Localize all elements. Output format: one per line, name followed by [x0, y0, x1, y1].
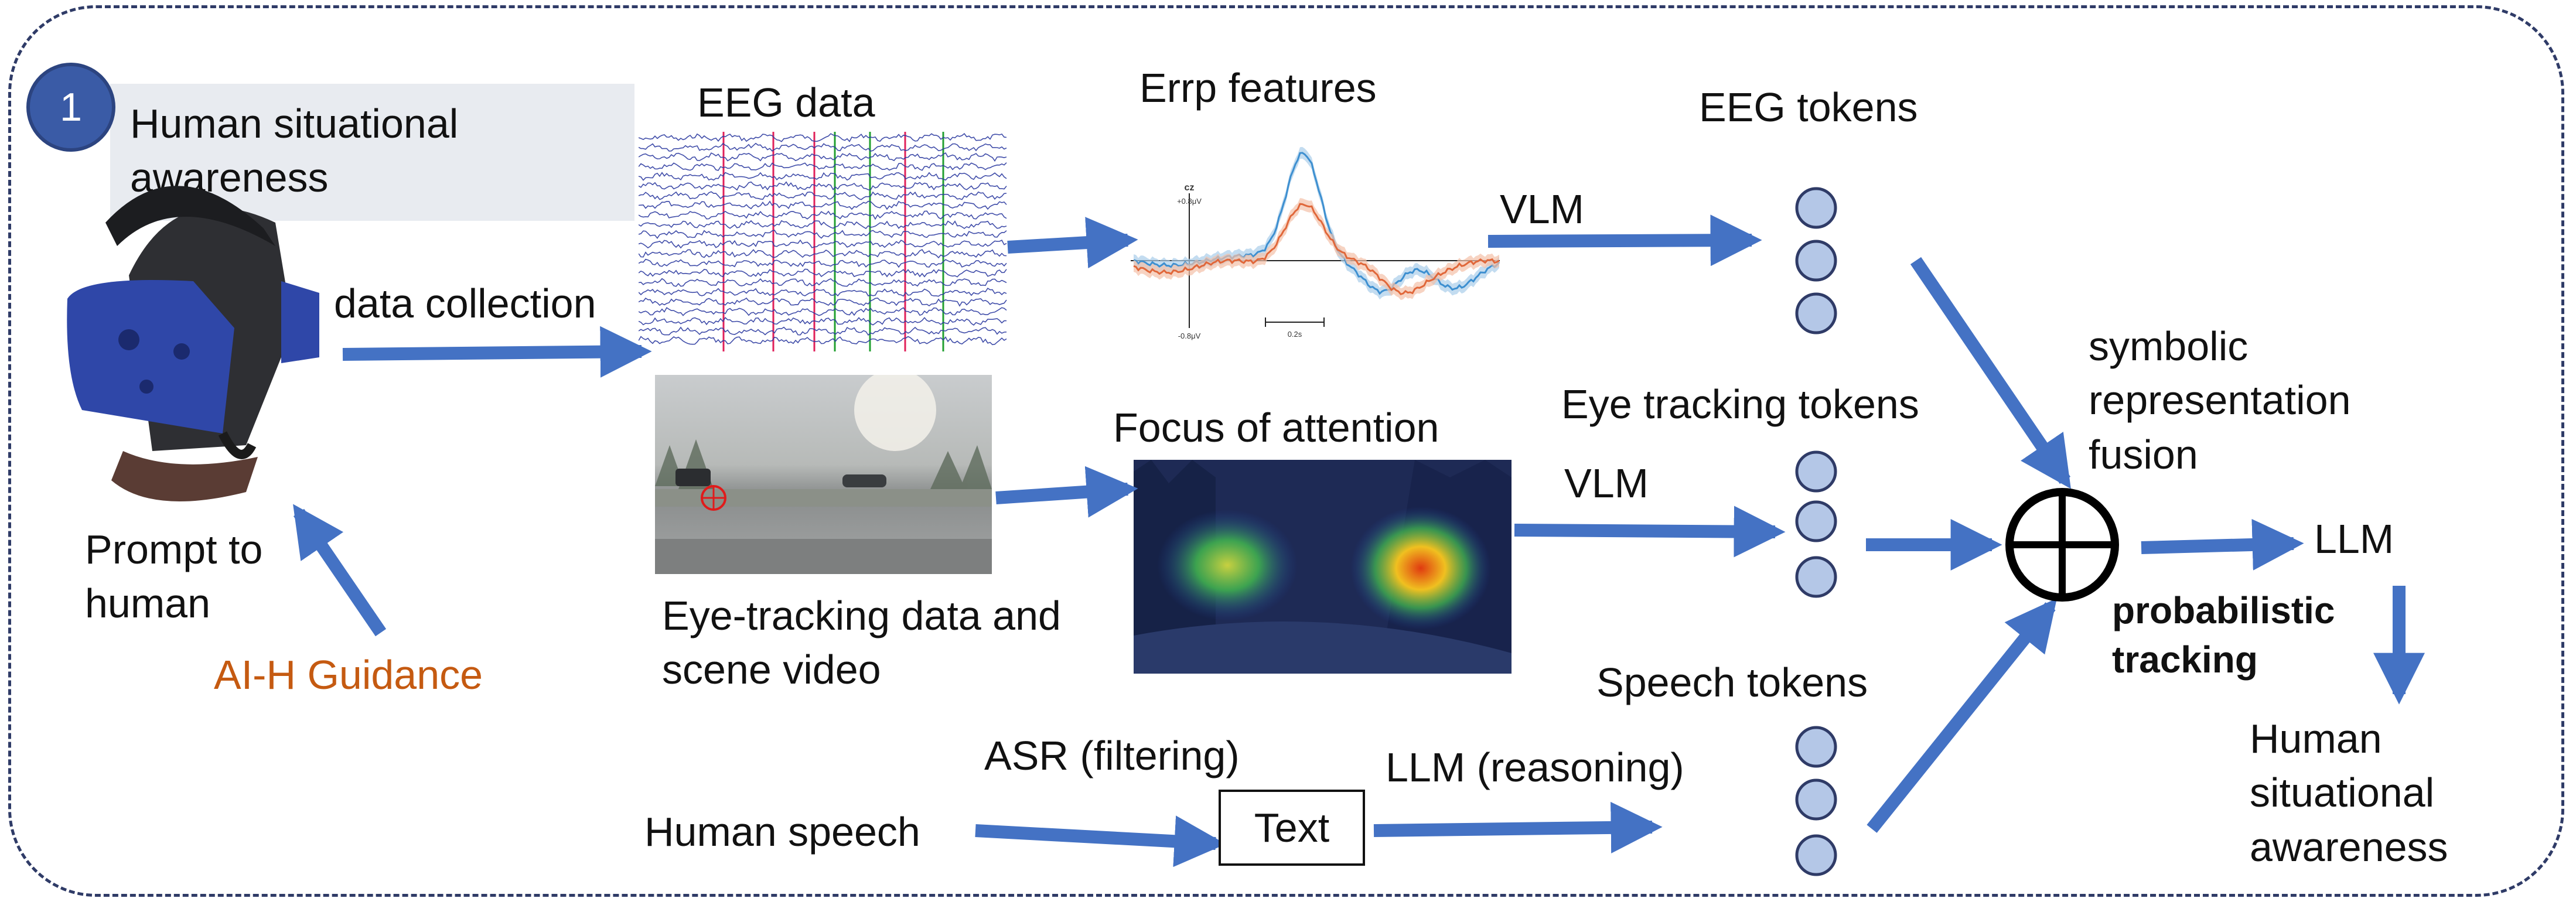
vr-headset-image: [67, 186, 319, 501]
arrow-speech-tokens-to-fusion: [1867, 598, 2058, 833]
llm-label: LLM: [2314, 516, 2394, 562]
speech-token-3: [1795, 834, 1837, 876]
speech-token-1: [1795, 726, 1837, 768]
eye-tracking-caption: Eye-tracking data and scene video: [662, 593, 1061, 693]
attention-heatmap: [1134, 460, 1512, 674]
eeg-tokens-label: EEG tokens: [1699, 84, 1918, 130]
scene-video-image: [655, 375, 992, 574]
focus-of-attention-label: Focus of attention: [1113, 405, 1439, 450]
errp-channel-label: cz: [1185, 183, 1195, 193]
scene-video-panel: [655, 375, 992, 574]
eye-tracking-tokens-label: Eye tracking tokens: [1561, 381, 1919, 427]
errp-scale-bar-label: 0.2s: [1288, 330, 1302, 339]
arrow-text-to-llm-reasoning: [1373, 801, 1663, 853]
eye-tracking-token-3: [1795, 556, 1837, 598]
attention-heatmap-panel: [1134, 460, 1512, 674]
eeg-data-label: EEG data: [697, 80, 875, 125]
vlm-top-label: VLM: [1500, 186, 1584, 232]
ai-h-guidance-label: AI-H Guidance: [214, 652, 483, 698]
arrow-eeg-to-errp: [1007, 217, 1138, 269]
errp-features-label: Errp features: [1139, 65, 1377, 111]
data-collection-label: data collection: [334, 281, 596, 326]
arrow-speech-to-text: [975, 815, 1226, 868]
errp-series-orange-band: [1134, 198, 1499, 300]
eeg-data-panel: [639, 132, 1008, 351]
arrow-errp-to-eeg-tokens: [1487, 214, 1762, 267]
arrow-heatmap-to-eye-tokens: [1514, 506, 1786, 558]
eeg-token-2: [1795, 240, 1837, 282]
arrow-scene-to-heatmap: [995, 466, 1138, 518]
asr-label: ASR (filtering): [984, 733, 1240, 778]
speech-token-2: [1795, 778, 1837, 821]
arrow-data-collection: [342, 326, 652, 378]
eeg-waveforms: [639, 132, 1008, 351]
dashed-frame: [8, 5, 2564, 897]
eye-tracking-token-1: [1795, 450, 1837, 493]
eeg-token-1: [1795, 187, 1837, 229]
errp-plot: cz +0.8μV -0.8μV 0.2s: [1131, 146, 1500, 340]
header-title: Human situational awareness: [130, 101, 459, 201]
prompt-to-human-label: Prompt to human: [85, 527, 263, 627]
probabilistic-tracking-label: probabilistic tracking: [2112, 589, 2335, 681]
text-box: Text: [1219, 790, 1365, 866]
eye-tracking-token-2: [1795, 500, 1837, 542]
speech-tokens-label: Speech tokens: [1596, 660, 1868, 705]
arrow-guidance-to-prompt: [293, 504, 387, 637]
arrow-fusion-to-llm: [2141, 518, 2304, 571]
errp-y-top-tick: +0.8μV: [1177, 197, 1202, 206]
vlm-mid-label: VLM: [1564, 460, 1649, 506]
human-speech-label: Human speech: [644, 809, 920, 855]
llm-reasoning-label: LLM (reasoning): [1386, 745, 1684, 790]
fusion-label: symbolic representation fusion: [2089, 323, 2351, 477]
errp-y-bottom-tick: -0.8μV: [1178, 332, 1201, 340]
arrow-eeg-tokens-to-fusion: [1910, 257, 2071, 489]
human-sa-output-label: Human situational awareness: [2250, 716, 2448, 870]
eeg-token-3: [1795, 292, 1837, 334]
step-badge: 1: [26, 63, 115, 152]
fusion-operator: [2005, 488, 2119, 602]
errp-series-orange: [1133, 203, 1500, 296]
